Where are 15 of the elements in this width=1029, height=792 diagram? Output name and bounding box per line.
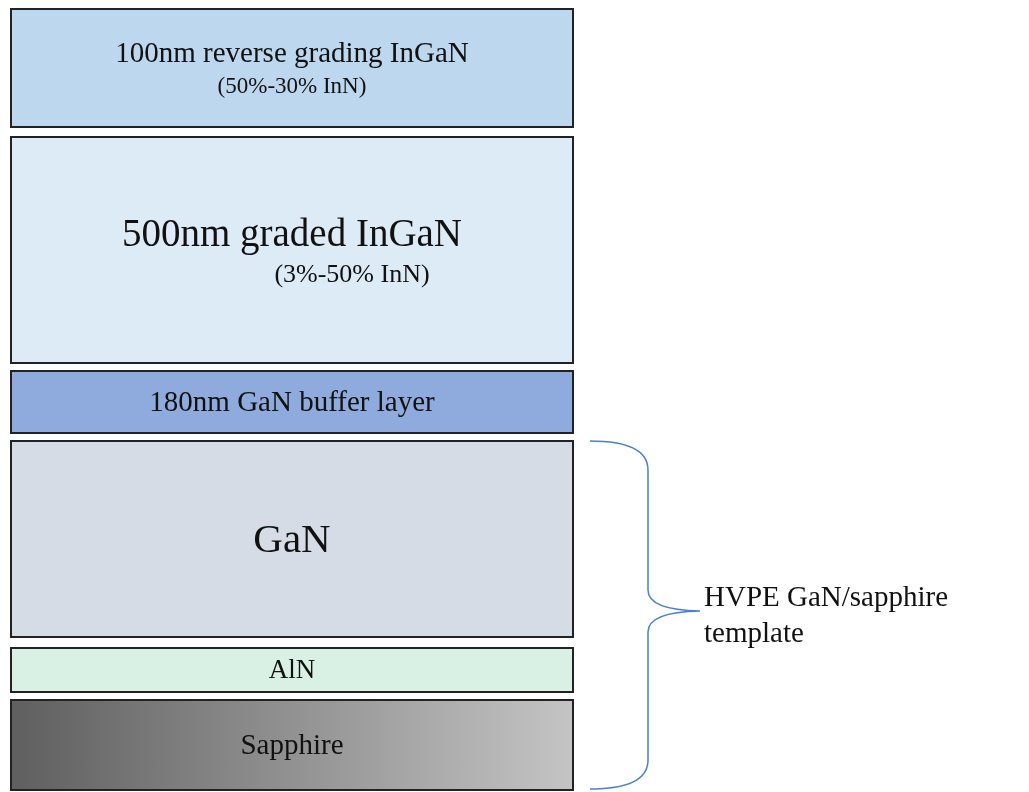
layer-box [10,699,574,791]
layer-box [10,8,574,128]
layer-box [10,440,574,638]
bracket-label: HVPE GaN/sapphire template [704,579,950,651]
layer-label: AlN [268,654,316,686]
composition-label: (50%-30% InN) [217,73,367,100]
layer-label: GaN [253,515,331,563]
composition-label: (3%-50% InN) [274,259,430,290]
layer-label: 500nm graded InGaN [121,210,463,256]
layer-box [10,136,574,364]
layer-label: Sapphire [240,728,344,762]
layer-box [10,647,574,693]
layer-label: 180nm GaN buffer layer [149,385,435,419]
layer-box [10,370,574,434]
layer-label: 100nm reverse grading InGaN [115,36,469,70]
